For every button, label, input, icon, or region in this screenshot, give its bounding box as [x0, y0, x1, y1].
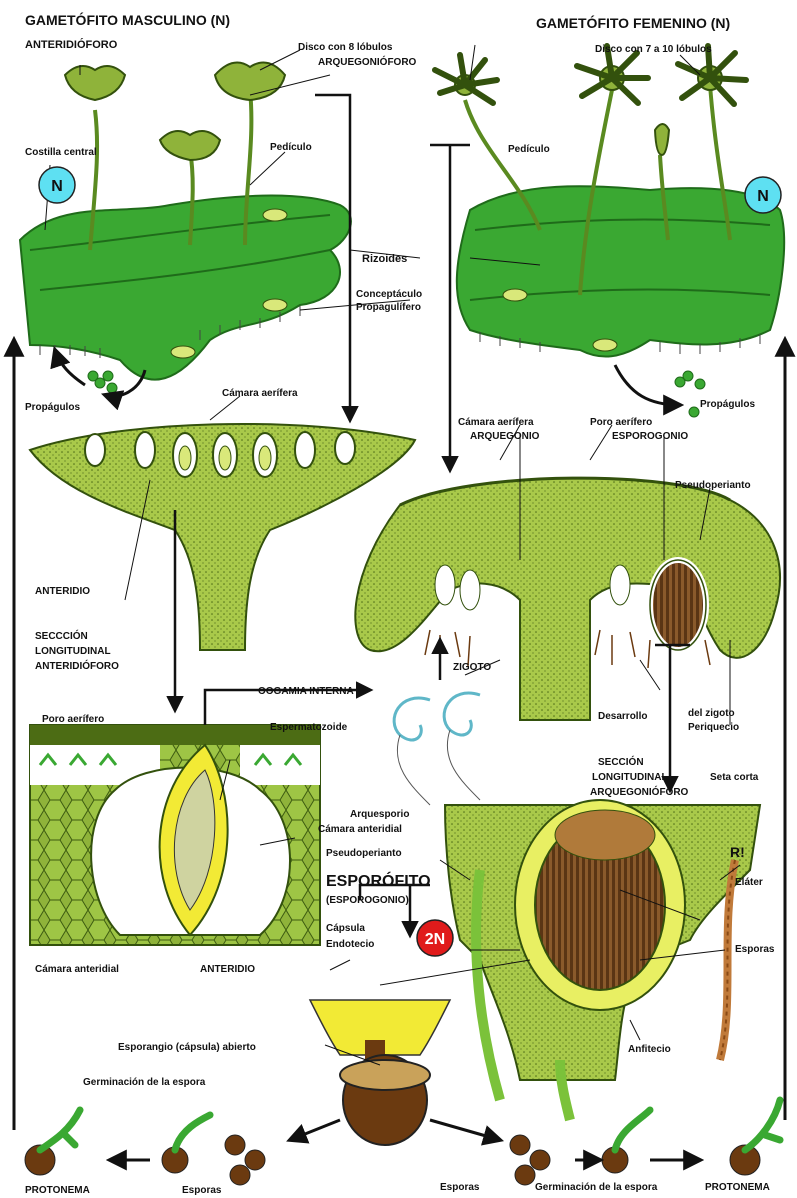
male-gametophyte-illustration — [20, 63, 351, 397]
label-del-zigoto: del zigoto — [688, 708, 735, 719]
label-pediculo-right: Pedículo — [508, 144, 550, 155]
label-pediculo-left: Pedículo — [270, 142, 312, 153]
antheridium-section-illustration — [30, 725, 320, 945]
label-seccion-anteridio-2: LONGITUDINAL — [35, 646, 111, 657]
label-conceptaculo: Conceptáculo — [356, 289, 422, 300]
label-zigoto: ZIGOTO — [453, 662, 491, 673]
label-arquegonio: ARQUEGONIO — [470, 431, 540, 442]
label-pseudoperianto-bottom: Pseudoperianto — [326, 848, 402, 859]
label-esporofito: ESPORÓFITO — [326, 871, 431, 890]
ploidy-n-badge-left: N — [39, 167, 75, 203]
label-anfitecio: Anfitecio — [628, 1044, 671, 1055]
label-endotecio: Endotecio — [326, 939, 374, 950]
sporophyte-section-illustration — [445, 800, 760, 1120]
label-esporas-right-mid: Esporas — [735, 944, 775, 955]
label-r-mark: R! — [730, 844, 745, 860]
ploidy-2n-badge: 2N — [417, 920, 453, 956]
label-germinacion-left: Germinación de la espora — [83, 1077, 206, 1088]
label-anteridioforo: ANTERIDIÓFORO — [25, 38, 118, 51]
label-disco-7-10: Disco con 7 a 10 lóbulos — [595, 44, 712, 55]
label-camara-aerifera-left: Cámara aerífera — [222, 388, 298, 399]
label-propagulifero: Propagulífero — [356, 302, 421, 313]
label-costilla-central: Costilla central — [25, 147, 97, 158]
label-desarrollo: Desarrollo — [598, 711, 647, 722]
ploidy-2n-text: 2N — [425, 931, 445, 948]
label-protonema-left: PROTONEMA — [25, 1185, 90, 1196]
label-anteridio-bottom: ANTERIDIO — [200, 964, 255, 975]
label-seccion-arq-2: LONGITUDINAL — [592, 772, 668, 783]
label-seccion-arq-1: SECCIÓN — [598, 755, 644, 768]
label-esporogonio: ESPOROGONIO — [612, 431, 688, 442]
archegoniophore-section-illustration — [355, 478, 780, 720]
ploidy-n-right-text: N — [757, 188, 769, 205]
label-anteridio-top: ANTERIDIO — [35, 586, 90, 597]
label-periquecio: Periquecio — [688, 722, 739, 733]
female-gametophyte-illustration — [435, 46, 784, 417]
label-poro-aerifero-right: Poro aerífero — [590, 417, 652, 428]
label-camara-anteridial-bottom: Cámara anteridial — [35, 964, 119, 975]
title-male-gametophyte: GAMETÓFITO MASCULINO (N) — [25, 11, 230, 28]
spermatozoid-illustration — [394, 693, 480, 805]
label-seta-corta: Seta corta — [710, 772, 759, 783]
label-arquesporio: Arquesporio — [350, 809, 409, 820]
label-propagulos-right: Propágulos — [700, 399, 755, 410]
label-esporas-bottom-left: Esporas — [182, 1185, 222, 1196]
ploidy-n-left-text: N — [51, 178, 63, 195]
label-esporangio: Esporangio (cápsula) abierto — [118, 1042, 256, 1053]
label-capsula: Cápsula — [326, 923, 365, 934]
ploidy-n-badge-right: N — [745, 177, 781, 213]
label-poro-aerifero-left: Poro aerífero — [42, 714, 104, 725]
label-arquegonioforo: ARQUEGONIÓFORO — [318, 55, 417, 68]
title-female-gametophyte: GAMETÓFITO FEMENINO (N) — [536, 14, 730, 31]
label-elater: Eláter — [735, 877, 763, 888]
label-seccion-anteridio-1: SECCCIÓN — [35, 629, 88, 642]
label-oogamia: OOGAMIA INTERNA — [258, 686, 354, 697]
label-camara-anteridial-top: Cámara anteridial — [318, 824, 402, 835]
label-germinacion-right: Germinación de la espora — [535, 1182, 658, 1193]
label-pseudoperianto-top: Pseudoperianto — [675, 480, 751, 491]
label-seccion-arq-3: ARQUEGONIÓFORO — [590, 785, 689, 798]
label-disco-8: Disco con 8 lóbulos — [298, 42, 393, 53]
label-camara-aerifera-right: Cámara aerífera — [458, 417, 534, 428]
label-propagulos-left: Propágulos — [25, 402, 80, 413]
label-rizoides: Rizoides — [362, 253, 407, 265]
label-esporogonio-bottom: (ESPOROGONIO) — [326, 895, 409, 906]
label-seccion-anteridio-3: ANTERIDIÓFORO — [35, 659, 119, 672]
label-protonema-right: PROTONEMA — [705, 1182, 770, 1193]
label-esporas-bottom-right: Esporas — [440, 1182, 480, 1193]
label-espermatozoide: Espermatozoide — [270, 722, 348, 733]
